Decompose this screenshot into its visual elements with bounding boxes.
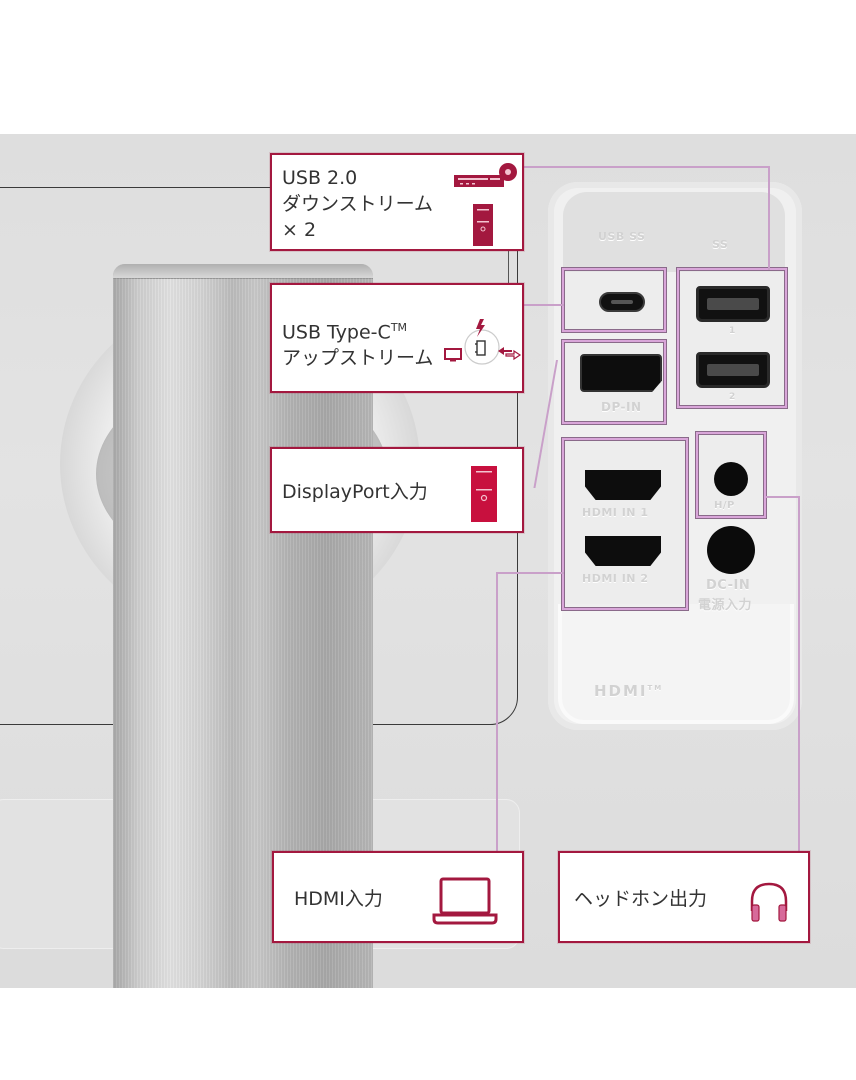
usbc-port — [599, 292, 645, 312]
callout-displayport-label: DisplayPort入力 — [282, 481, 428, 503]
usb-c-feature-icon — [444, 319, 522, 365]
leader-line-usbc — [524, 304, 564, 306]
callout-hdmi: HDMI入力 — [272, 851, 524, 943]
headphone-jack — [714, 462, 748, 496]
callout-headphone: ヘッドホン出力 — [558, 851, 810, 943]
leader-line-hdmi-h — [496, 572, 564, 574]
io-bay-lip — [558, 604, 794, 724]
usba-embossed-label: SS — [712, 238, 729, 251]
hdmi-ports-highlight — [562, 438, 688, 610]
callout-displayport: DisplayPort入力 — [270, 447, 524, 533]
dc-in-jack — [707, 526, 755, 574]
pc-tower-icon — [473, 204, 493, 246]
displayport-port — [580, 354, 662, 392]
callout-usb-type-c-line2: アップストリーム — [282, 347, 434, 370]
callout-usb-downstream-line3: × 2 — [282, 219, 317, 241]
pc-tower-icon — [471, 466, 497, 522]
usba-port-1 — [696, 286, 770, 322]
hdmi-port-2 — [585, 536, 661, 566]
usba-port-2 — [696, 352, 770, 388]
data-transfer-icon — [498, 347, 512, 355]
dc-embossed-label: DC-IN — [706, 578, 751, 593]
dp-embossed-label: DP-IN — [601, 400, 642, 414]
callout-usb-downstream-line1: USB 2.0 — [282, 167, 358, 189]
leader-line-usb-downstream-drop — [508, 250, 509, 286]
headphones-icon — [750, 882, 788, 922]
hdmi-port-1 — [585, 470, 661, 500]
hdmi1-embossed-label: HDMI IN 1 — [582, 506, 649, 519]
hdmi2-embossed-label: HDMI IN 2 — [582, 572, 649, 585]
monitor-icon — [444, 348, 462, 360]
leader-line-hdmi-v — [496, 572, 498, 852]
callout-usb-downstream: USB 2.0 ダウンストリーム × 2 — [270, 153, 524, 251]
callout-usb-type-c-line1: USB Type-CTM — [282, 321, 408, 344]
power-bolt-icon — [476, 319, 485, 337]
hp-embossed-label: H/P — [714, 500, 735, 511]
callout-usb-type-c: USB Type-CTM アップストリーム — [270, 283, 524, 393]
dc-embossed-label-jp: 電源入力 — [698, 598, 753, 613]
callout-usb-downstream-line2: ダウンストリーム — [282, 193, 434, 215]
media-player-icon — [454, 163, 517, 187]
leader-line-headphone-v — [798, 496, 800, 852]
usbc-embossed-label: USB SS — [598, 230, 646, 243]
leader-line-usb-downstream-h — [524, 166, 769, 168]
callout-headphone-label: ヘッドホン出力 — [574, 888, 708, 910]
hdmi-logo: HDMITM — [594, 682, 664, 700]
leader-line-headphone-h — [766, 496, 800, 498]
usba-port-2-number: 2 — [729, 392, 736, 402]
laptop-icon — [432, 877, 498, 925]
io-bay-recess — [563, 192, 785, 272]
headphone-port-highlight — [696, 432, 766, 518]
usb-plug-icon — [476, 340, 486, 356]
leader-line-usb-downstream-v — [768, 166, 770, 270]
callout-hdmi-label: HDMI入力 — [294, 888, 383, 910]
usba-port-1-number: 1 — [729, 326, 736, 336]
